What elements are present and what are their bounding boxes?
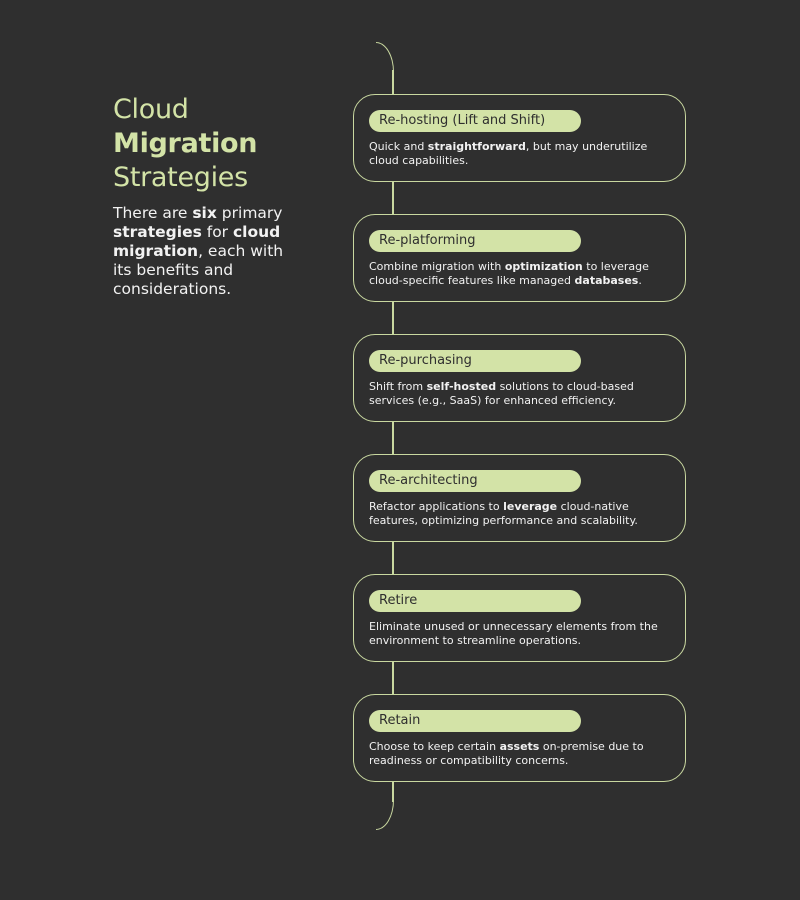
text-run: Quick and: [369, 140, 428, 153]
timeline-top-curve: [376, 42, 394, 72]
text-run: cloud-native features, optimizing perfor…: [369, 500, 638, 527]
strategy-label: Re-platforming: [369, 230, 581, 252]
title-line-2: Migration: [113, 128, 258, 159]
text-run: Shift from: [369, 380, 427, 393]
strategy-label: Re-hosting (Lift and Shift): [369, 110, 581, 132]
text-run: , each with its benefits and considerati…: [113, 242, 284, 298]
timeline-segment: [392, 302, 394, 334]
intro-panel: Cloud Migration Strategies There are six…: [113, 93, 303, 299]
text-run: Combine migration with: [369, 260, 505, 273]
text-run: primary: [216, 204, 283, 222]
emphasis-text: strategies: [113, 223, 202, 241]
strategy-card: Re-platforming Combine migration with op…: [353, 214, 686, 302]
strategy-description: Shift from self-hosted solutions to clou…: [369, 380, 679, 408]
emphasis-text: databases: [574, 274, 639, 287]
page-title: Cloud Migration Strategies: [113, 93, 303, 195]
timeline-segment: [392, 70, 394, 94]
text-run: on-premise due to readiness or compatibi…: [369, 740, 644, 767]
title-line-3: Strategies: [113, 162, 248, 193]
strategy-card: Re-purchasing Shift from self-hosted sol…: [353, 334, 686, 422]
text-run: Eliminate unused or unnecessary elements…: [369, 620, 658, 647]
strategy-label: Retire: [369, 590, 581, 612]
emphasis-text: six: [192, 204, 217, 222]
strategy-description: Eliminate unused or unnecessary elements…: [369, 620, 679, 648]
strategy-label: Retain: [369, 710, 581, 732]
strategy-description: Quick and straightforward, but may under…: [369, 140, 679, 168]
timeline-segment: [392, 782, 394, 802]
timeline-segment: [392, 182, 394, 214]
strategy-card: Retire Eliminate unused or unnecessary e…: [353, 574, 686, 662]
emphasis-text: leverage: [503, 500, 558, 513]
strategy-description: Combine migration with optimization to l…: [369, 260, 679, 288]
title-line-1: Cloud: [113, 94, 189, 125]
text-run: , but may underutilize cloud capabilitie…: [369, 140, 648, 167]
strategy-card: Re-architecting Refactor applications to…: [353, 454, 686, 542]
text-run: .: [638, 274, 642, 287]
timeline-segment: [392, 542, 394, 574]
strategy-description: Choose to keep certain assets on-premise…: [369, 740, 679, 768]
strategy-description: Refactor applications to leverage cloud-…: [369, 500, 679, 528]
timeline-segment: [392, 422, 394, 454]
text-run: Choose to keep certain: [369, 740, 500, 753]
strategy-label: Re-purchasing: [369, 350, 581, 372]
emphasis-text: straightforward: [427, 140, 526, 153]
strategy-label: Re-architecting: [369, 470, 581, 492]
text-run: There are: [113, 204, 193, 222]
strategy-card: Retain Choose to keep certain assets on-…: [353, 694, 686, 782]
emphasis-text: assets: [499, 740, 540, 753]
text-run: to leverage cloud-specific features like…: [369, 260, 649, 287]
strategy-card: Re-hosting (Lift and Shift) Quick and st…: [353, 94, 686, 182]
intro-text: There are six primary strategies for clo…: [113, 204, 303, 299]
timeline-bottom-curve: [376, 800, 394, 830]
emphasis-text: self-hosted: [426, 380, 497, 393]
timeline-segment: [392, 662, 394, 694]
text-run: solutions to cloud-based services (e.g.,…: [369, 380, 634, 407]
emphasis-text: optimization: [504, 260, 583, 273]
emphasis-text: cloud migration: [113, 223, 281, 260]
text-run: for: [201, 223, 233, 241]
text-run: Refactor applications to: [369, 500, 504, 513]
